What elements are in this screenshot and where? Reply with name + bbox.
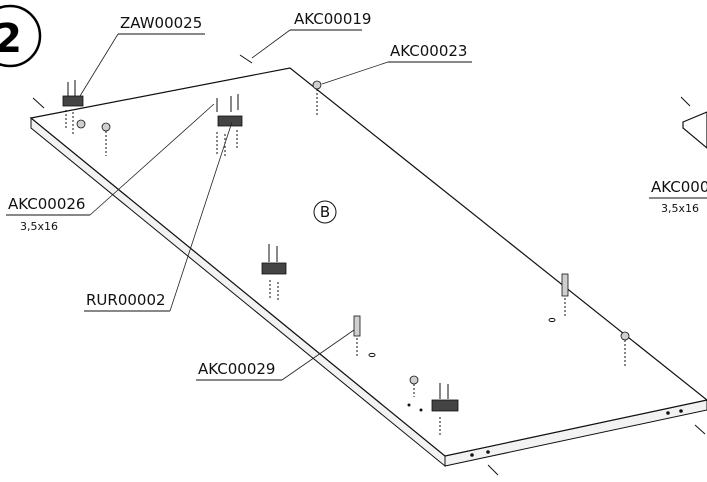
leader-zaw00025 <box>79 33 119 97</box>
hole <box>407 403 411 407</box>
cam-lock <box>620 331 630 341</box>
edge-dowels <box>32 54 706 476</box>
fitting-akc00029 <box>353 315 376 358</box>
cam-lock <box>101 122 111 132</box>
step-badge: 2 <box>0 4 42 68</box>
dowel-right <box>694 424 706 435</box>
hinge-plate <box>431 399 459 412</box>
right-board-dowel <box>680 96 691 107</box>
step-badge-circle <box>0 4 42 68</box>
hinge-mid <box>261 244 287 302</box>
board-top-face <box>29 67 707 457</box>
right-board-face <box>682 111 707 149</box>
edge-hole <box>486 450 490 454</box>
leader-rur00002 <box>169 121 233 312</box>
hinge-plate <box>217 115 243 127</box>
hole <box>419 408 423 412</box>
hinge-top-center <box>216 94 243 158</box>
leader-akc00029 <box>281 329 355 381</box>
leader-akc00023 <box>321 61 389 85</box>
label-right-clipped: AKC000 <box>651 178 707 196</box>
board-b: B <box>29 67 707 468</box>
hinge-plate <box>62 95 84 107</box>
leader-lines <box>6 29 707 381</box>
dowel-bottom <box>487 464 499 476</box>
connector-bolt <box>353 315 361 337</box>
right-board-fragment <box>680 96 707 149</box>
board-label: B <box>320 203 330 221</box>
label-right-clipped-size: 3,5x16 <box>661 202 699 215</box>
dowel-left <box>32 97 45 109</box>
label-akc00029: AKC00029 <box>198 360 275 378</box>
board-label-circle <box>313 200 337 224</box>
label-rur00002: RUR00002 <box>86 291 166 309</box>
step-number: 2 <box>0 16 22 62</box>
hinge-top-left <box>62 80 111 156</box>
label-akc00026: AKC00026 <box>8 195 85 213</box>
hole <box>548 317 556 323</box>
fitting-right-bolt <box>548 273 569 323</box>
label-zaw00025: ZAW00025 <box>120 14 202 32</box>
leader-akc00026 <box>89 103 215 216</box>
hinge-bottom <box>407 375 459 437</box>
edge-hole <box>470 453 474 457</box>
dowel-top <box>239 54 253 64</box>
label-akc00023: AKC00023 <box>390 42 467 60</box>
cam-lock <box>409 375 419 385</box>
fitting-right-cam <box>620 331 630 368</box>
part-labels: ZAW00025 AKC00019 AKC00023 AKC00026 3,5x… <box>8 10 707 378</box>
edge-hole <box>679 409 683 413</box>
fitting-akc00023 <box>312 80 322 115</box>
cam-lock <box>312 80 322 90</box>
label-akc00019: AKC00019 <box>294 10 371 28</box>
label-akc00026-size: 3,5x16 <box>20 220 58 233</box>
edge-hole <box>666 411 670 415</box>
hinge-plate <box>261 262 287 275</box>
leader-akc00019 <box>251 29 291 59</box>
hole <box>368 352 376 358</box>
cam-hole <box>76 119 86 129</box>
connector-bolt <box>561 273 569 297</box>
